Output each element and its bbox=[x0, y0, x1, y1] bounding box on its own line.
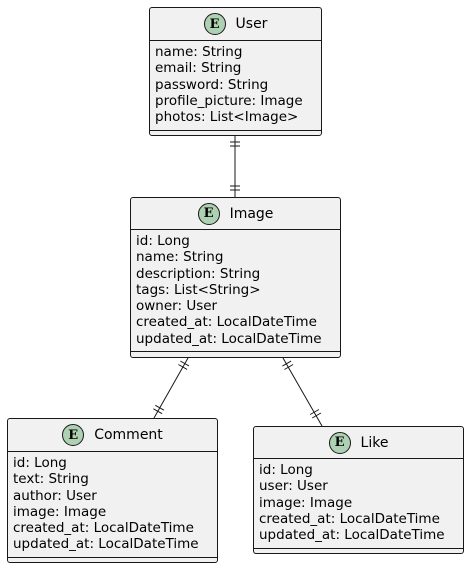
field-name: name: String bbox=[136, 249, 224, 266]
field-id: id: Long bbox=[259, 462, 313, 478]
field-email: email: String bbox=[155, 60, 242, 77]
entity-header: E Image bbox=[131, 198, 340, 230]
field-created-at: created_at: LocalDateTime bbox=[259, 510, 440, 527]
entity-name: Comment bbox=[94, 427, 163, 443]
field-id: id: Long bbox=[136, 233, 190, 249]
field-updated-at: updated_at: LocalDateTime bbox=[13, 536, 199, 553]
entity-fields: id: Long text: String author: User image… bbox=[8, 452, 217, 558]
entity-name: User bbox=[235, 16, 268, 32]
entity-user[interactable]: E User name: String email: String passwo… bbox=[149, 7, 322, 136]
field-tags: tags: List<String> bbox=[136, 281, 261, 298]
entity-header: E User bbox=[150, 8, 321, 41]
relationship-user-image bbox=[230, 136, 240, 197]
field-password: password: String bbox=[155, 76, 269, 93]
entity-badge-icon: E bbox=[328, 431, 351, 454]
field-text: text: String bbox=[13, 471, 89, 488]
field-profile-picture: profile_picture: Image bbox=[155, 92, 303, 109]
field-author: author: User bbox=[13, 487, 97, 504]
field-image: image: Image bbox=[13, 503, 107, 520]
entity-image[interactable]: E Image id: Long name: String descriptio… bbox=[130, 197, 341, 358]
entity-comment[interactable]: E Comment id: Long text: String author: … bbox=[7, 418, 218, 563]
field-updated-at: updated_at: LocalDateTime bbox=[136, 330, 322, 347]
field-user: user: User bbox=[259, 478, 328, 495]
field-id: id: Long bbox=[13, 455, 67, 471]
entity-fields: id: Long user: User image: Image created… bbox=[254, 459, 463, 549]
relationship-image-like bbox=[282, 357, 323, 427]
entity-like[interactable]: E Like id: Long user: User image: Image … bbox=[253, 426, 464, 554]
field-name: name: String bbox=[155, 44, 243, 60]
field-owner: owner: User bbox=[136, 298, 218, 315]
field-image: image: Image bbox=[259, 494, 353, 511]
entity-header: E Comment bbox=[8, 419, 217, 452]
entity-name: Image bbox=[229, 205, 274, 222]
field-photos: photos: List<Image> bbox=[155, 109, 299, 126]
relationship-image-comment bbox=[153, 357, 190, 419]
entity-badge-icon: E bbox=[197, 202, 220, 225]
field-updated-at: updated_at: LocalDateTime bbox=[259, 527, 445, 544]
entity-fields: id: Long name: String description: Strin… bbox=[131, 230, 340, 352]
entity-header: E Like bbox=[254, 427, 463, 459]
field-created-at: created_at: LocalDateTime bbox=[13, 520, 194, 537]
entity-fields: name: String email: String password: Str… bbox=[150, 41, 321, 131]
entity-badge-icon: E bbox=[62, 424, 85, 446]
entity-badge-icon: E bbox=[203, 13, 226, 35]
field-created-at: created_at: LocalDateTime bbox=[136, 314, 317, 331]
field-description: description: String bbox=[136, 265, 261, 282]
entity-name: Like bbox=[360, 434, 389, 451]
